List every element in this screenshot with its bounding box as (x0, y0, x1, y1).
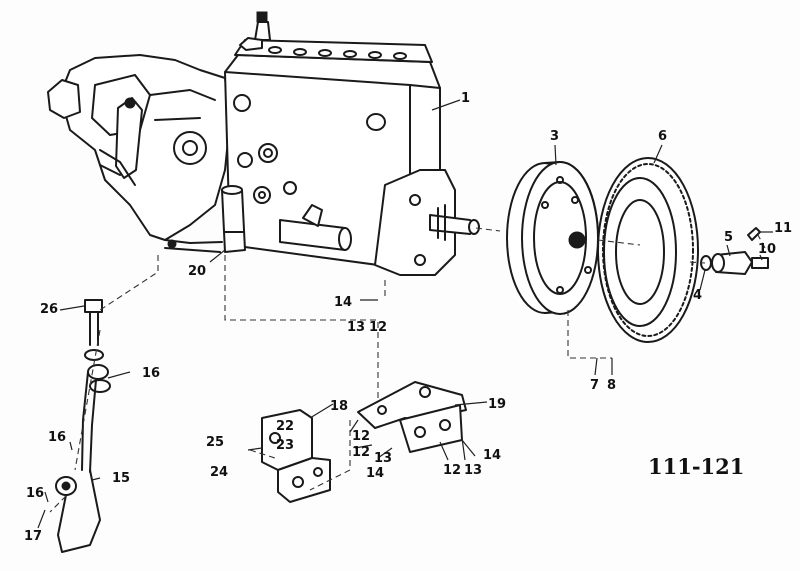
callout-18: 18 (330, 399, 348, 414)
callout-14-a: 14 (334, 295, 352, 310)
callout-4: 4 (693, 288, 702, 303)
callout-13-a: 13 (347, 320, 365, 335)
callout-16-b: 16 (48, 430, 66, 445)
callout-3: 3 (550, 129, 559, 144)
callout-10: 10 (758, 242, 776, 257)
callout-11: 11 (774, 221, 792, 236)
callout-25: 25 (206, 435, 224, 450)
callout-20: 20 (188, 264, 206, 279)
callout-8: 8 (607, 378, 616, 393)
callout-12-a: 12 (369, 320, 387, 335)
callout-15: 15 (112, 471, 130, 486)
callout-labels: 1 3 6 5 11 10 4 7 8 14 13 12 20 26 16 16… (24, 91, 792, 544)
leader-lines (37, 99, 773, 529)
callout-24: 24 (210, 465, 228, 480)
callout-23: 23 (276, 438, 294, 453)
callout-22: 22 (276, 419, 294, 434)
drive-gear (597, 157, 699, 343)
callout-16-a: 16 (142, 366, 160, 381)
callout-14-c: 14 (483, 448, 501, 463)
callout-26: 26 (40, 302, 58, 317)
drawing-code: 111-121 (648, 454, 744, 479)
callout-14-b: 14 (366, 466, 384, 481)
callout-6: 6 (658, 129, 667, 144)
bracket-18 (261, 409, 331, 503)
callout-12-b: 12 (352, 429, 370, 444)
hub-nut-assembly (700, 227, 769, 275)
fuel-pipe-assembly (55, 299, 111, 553)
callout-19: 19 (488, 397, 506, 412)
callout-5: 5 (724, 230, 733, 245)
callout-1: 1 (461, 91, 470, 106)
assembly-lines (49, 227, 766, 513)
callout-16-c: 16 (26, 486, 44, 501)
callout-17: 17 (24, 529, 42, 544)
top-holes (268, 46, 407, 60)
callout-13-c: 13 (464, 463, 482, 478)
injection-pump-body (47, 11, 480, 276)
callout-7: 7 (590, 378, 599, 393)
callout-12-c: 12 (352, 445, 370, 460)
drive-hub-flange (506, 161, 599, 315)
callout-12-d: 12 (443, 463, 461, 478)
bracket-19 (357, 381, 467, 453)
callout-13-b: 13 (374, 451, 392, 466)
